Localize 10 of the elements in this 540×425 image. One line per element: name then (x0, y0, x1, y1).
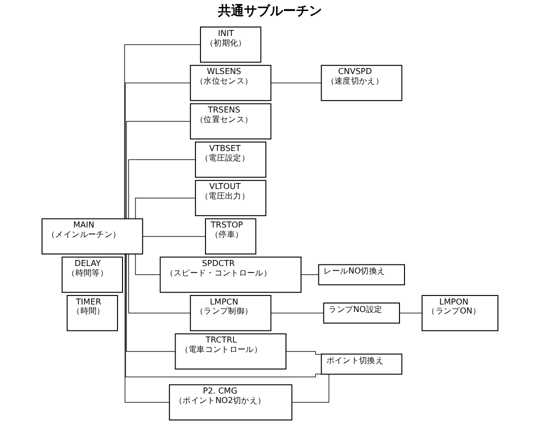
connector (399, 312, 422, 314)
node-box: LMPCN （ランプ制御） (190, 295, 272, 332)
connector (270, 82, 322, 84)
connector (286, 351, 322, 355)
node-box: LMPON （ランプON） (422, 295, 498, 332)
connector (300, 274, 319, 276)
node-box: TIMER （時間） (66, 295, 118, 332)
connector (142, 236, 206, 237)
note-text: 共通サブルーチン (218, 4, 322, 19)
connector (270, 312, 324, 314)
